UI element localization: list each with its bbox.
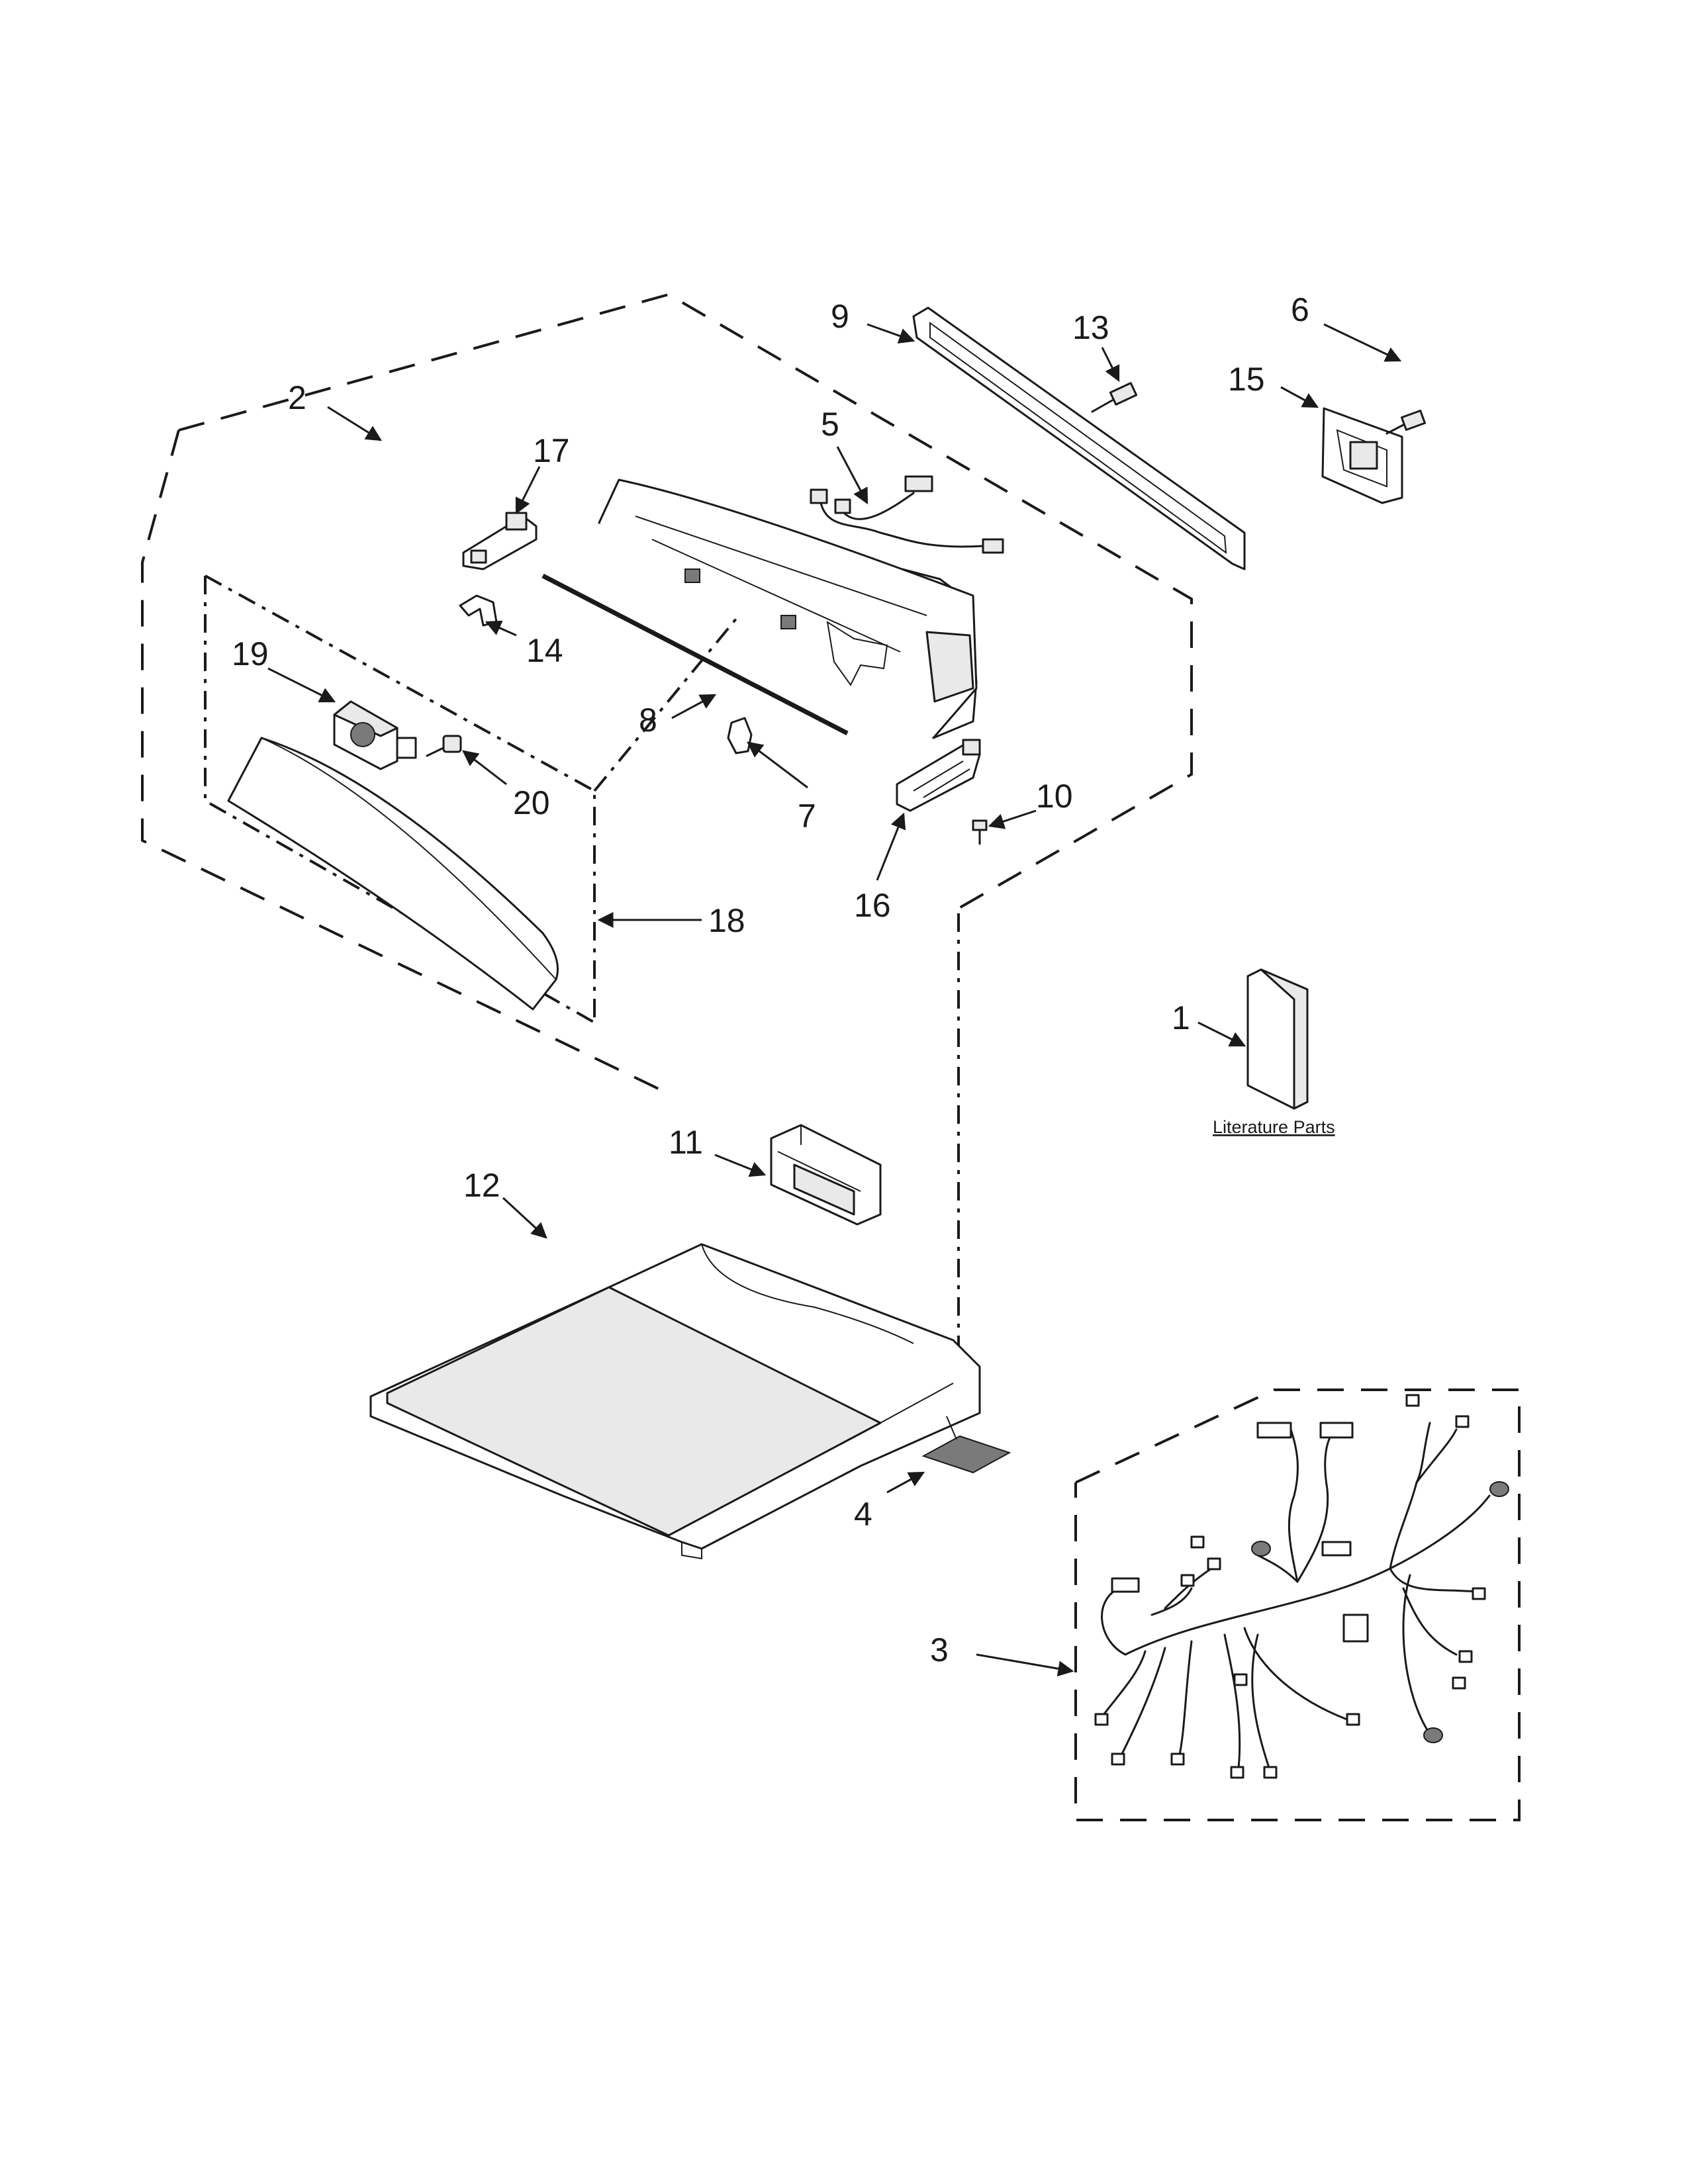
part-clip-7 bbox=[727, 717, 753, 754]
part-screw-10 bbox=[972, 819, 988, 845]
callout-labels: 2 9 13 6 15 5 17 14 8 7 10 16 19 20 18 1… bbox=[232, 291, 1335, 1668]
callout-12: 12 bbox=[463, 1167, 500, 1204]
part-small-harness-5 bbox=[810, 475, 1004, 554]
part-module-19 bbox=[333, 700, 417, 770]
callout-7: 7 bbox=[798, 797, 816, 835]
callout-10: 10 bbox=[1036, 778, 1073, 815]
part-top-panel-12 bbox=[369, 1243, 981, 1560]
part-gasket-strip-8 bbox=[541, 573, 849, 736]
part-control-board-11 bbox=[770, 1124, 882, 1226]
part-screw-6 bbox=[1385, 409, 1427, 435]
callout-13: 13 bbox=[1072, 309, 1109, 346]
console-assembly-boundary bbox=[141, 293, 1193, 1093]
callout-14: 14 bbox=[526, 632, 563, 669]
panel-subassembly-boundary bbox=[204, 574, 759, 1024]
literature-parts-label: Literature Parts bbox=[1213, 1117, 1335, 1137]
callout-8: 8 bbox=[639, 702, 657, 739]
part-main-harness-3 bbox=[1074, 1388, 1521, 1821]
callout-16: 16 bbox=[854, 887, 891, 924]
part-screw-13 bbox=[1091, 382, 1138, 413]
callout-18: 18 bbox=[708, 902, 745, 939]
part-front-panel-18 bbox=[227, 737, 559, 1011]
part-hinge-16 bbox=[896, 739, 981, 812]
callout-4: 4 bbox=[854, 1496, 872, 1533]
part-bracket-15 bbox=[1321, 407, 1403, 504]
part-trim-strip bbox=[912, 306, 1246, 570]
callout-3: 3 bbox=[930, 1631, 949, 1668]
leader-lines bbox=[267, 323, 1402, 1677]
callout-2: 2 bbox=[288, 379, 306, 416]
callout-19: 19 bbox=[232, 635, 269, 672]
part-label-4 bbox=[921, 1416, 1011, 1474]
callout-6: 6 bbox=[1291, 291, 1309, 328]
callout-1: 1 bbox=[1172, 999, 1190, 1036]
callout-17: 17 bbox=[533, 432, 570, 469]
callout-15: 15 bbox=[1228, 361, 1265, 398]
part-literature-1 bbox=[1246, 968, 1309, 1110]
part-console-body bbox=[598, 478, 978, 739]
part-bracket-17 bbox=[462, 512, 538, 570]
callout-9: 9 bbox=[831, 298, 849, 335]
callout-5: 5 bbox=[821, 406, 839, 443]
callout-11: 11 bbox=[669, 1124, 703, 1161]
part-screw-20 bbox=[426, 735, 462, 757]
part-clip-14 bbox=[459, 594, 498, 627]
callout-20: 20 bbox=[513, 784, 550, 821]
